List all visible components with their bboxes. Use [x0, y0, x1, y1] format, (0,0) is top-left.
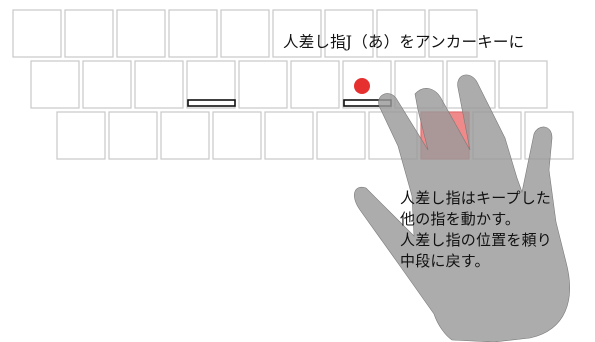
key-markers — [187, 78, 392, 107]
bottom-row-key — [108, 111, 158, 160]
caption-instructions: 人差し指はキープした 他の指を動かす。 人差し指の位置を頼り 中段に戻す。 — [400, 188, 552, 272]
bottom-row-key — [316, 111, 366, 160]
bottom-row-key — [56, 111, 106, 160]
caption-line-2: 他の指を動かす。 — [400, 210, 521, 228]
caption-line-1: 人差し指はキープした — [400, 189, 552, 207]
top-row-key — [324, 9, 374, 58]
top-row-key — [64, 9, 114, 58]
top-row-key — [168, 9, 218, 58]
anchor-dot-icon — [354, 78, 370, 94]
hand-illustration-icon — [354, 74, 570, 342]
caption-anchor-key: 人差し指J（あ）をアンカーキーに — [283, 33, 525, 51]
home-row-key — [134, 60, 184, 109]
homing-bar — [187, 99, 236, 107]
bottom-row-key — [160, 111, 210, 160]
bottom-row-key — [212, 111, 262, 160]
top-row-key — [12, 9, 62, 58]
home-row-key — [238, 60, 288, 109]
top-row-key — [272, 9, 322, 58]
home-row-key — [82, 60, 132, 109]
bottom-row-key — [264, 111, 314, 160]
home-row-key — [290, 60, 340, 109]
top-row-key — [428, 9, 478, 58]
top-row-key — [116, 9, 166, 58]
top-row-key — [376, 9, 426, 58]
caption-line-3: 人差し指の位置を頼り — [400, 231, 553, 249]
caption-line-4: 中段に戻す。 — [400, 252, 490, 270]
home-row-key — [30, 60, 80, 109]
top-row-key — [220, 9, 270, 58]
home-row-key — [498, 60, 548, 109]
